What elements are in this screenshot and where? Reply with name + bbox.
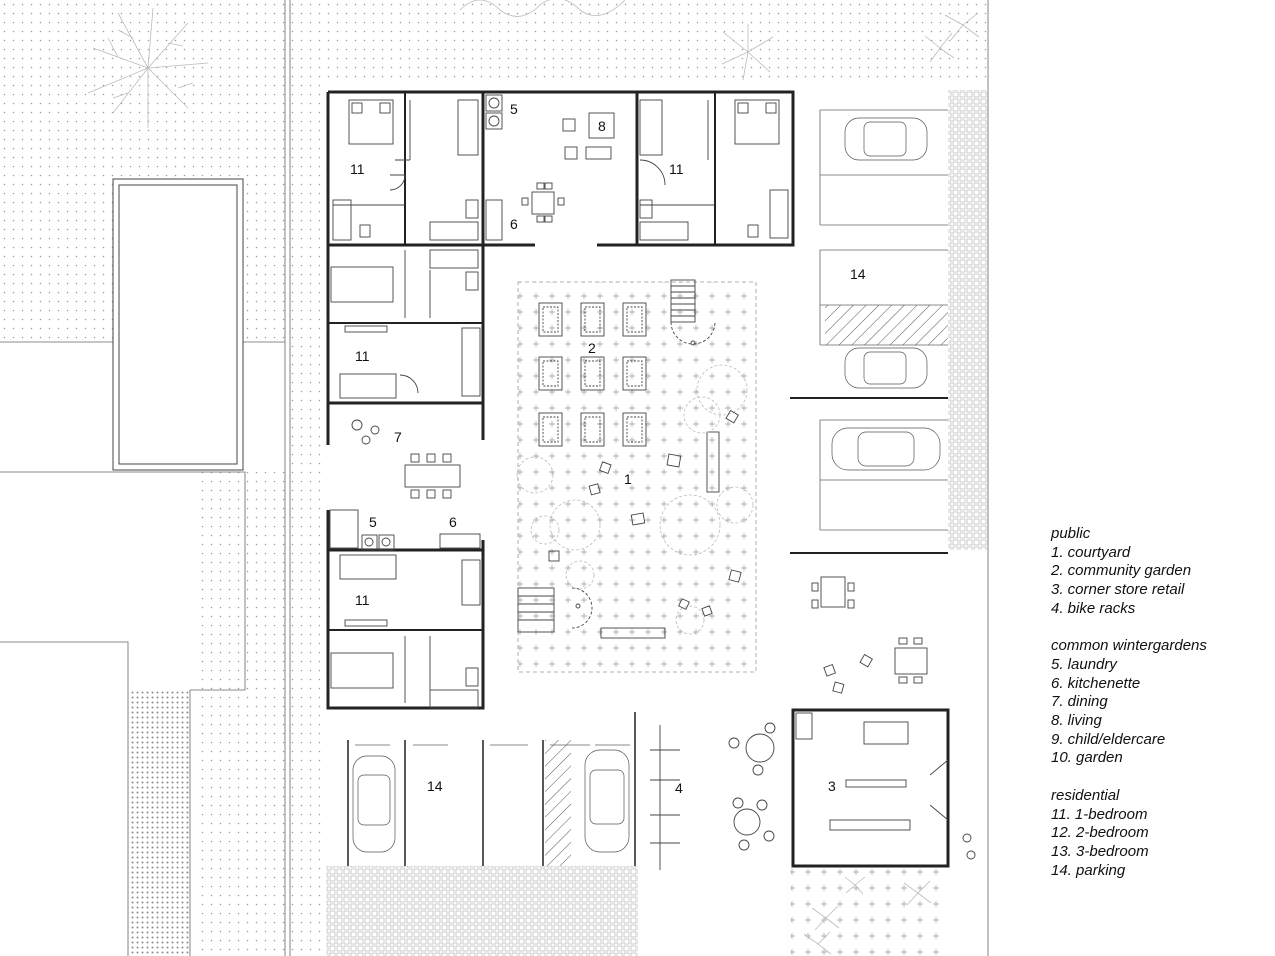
legend-item: 7. dining — [1051, 693, 1108, 711]
tree-canopies — [87, 0, 980, 955]
label-parking-east: 14 — [850, 266, 866, 282]
cars — [352, 117, 941, 853]
room-numbers: 11 5 8 11 6 14 2 11 7 1 5 6 11 14 4 3 — [350, 101, 866, 796]
legend-item: 4. bike racks — [1051, 599, 1136, 617]
legend-residential: residential 11. 1-bedroom 12. 2-bedroom … — [1051, 787, 1207, 881]
legend-heading: common wintergardens — [1051, 637, 1207, 655]
legend-heading: residential — [1051, 786, 1120, 804]
legend-item: 9. child/eldercare — [1051, 730, 1166, 748]
legend-item: 11. 1-bedroom — [1051, 805, 1148, 823]
label-unit-w3: 11 — [355, 592, 370, 608]
legend-item: 6. kitchenette — [1051, 674, 1141, 692]
label-kitchenette-west: 6 — [449, 514, 457, 530]
legend-common: common wintergardens 5. laundry 6. kitch… — [1051, 637, 1207, 768]
legend-item: 1. courtyard — [1051, 543, 1131, 561]
label-courtyard: 1 — [624, 471, 632, 487]
label-living: 8 — [598, 118, 606, 134]
hatched-bay-south — [545, 740, 571, 866]
courtyard-plantings — [516, 364, 754, 635]
label-bike-racks: 4 — [675, 780, 683, 796]
label-garden: 2 — [588, 340, 596, 356]
site-ground — [0, 0, 988, 956]
legend-item: 10. garden — [1051, 749, 1123, 767]
legend-item: 14. parking — [1051, 861, 1126, 879]
label-laundry-north: 5 — [510, 101, 518, 117]
legend-public: public 1. courtyard 2. community garden … — [1051, 525, 1207, 619]
interior-fixtures — [329, 94, 976, 870]
legend-heading: public — [1051, 525, 1091, 542]
hatched-bay-east — [825, 305, 948, 345]
courtyard — [516, 279, 757, 673]
legend-item: 3. corner store retail — [1051, 581, 1185, 599]
adjacent-buildings — [0, 0, 989, 956]
label-unit-nw: 11 — [350, 161, 365, 177]
label-unit-ne: 11 — [669, 161, 684, 177]
legend-item: 8. living — [1051, 712, 1102, 730]
legend-item: 13. 3-bedroom — [1051, 842, 1149, 860]
label-laundry-west: 5 — [369, 514, 377, 530]
label-dining: 7 — [394, 429, 402, 445]
legend-item: 12. 2-bedroom — [1051, 824, 1149, 842]
label-unit-w2: 11 — [355, 348, 370, 364]
legend-item: 2. community garden — [1051, 562, 1192, 580]
label-parking-south: 14 — [427, 778, 443, 794]
building-walls — [326, 90, 950, 868]
legend: public 1. courtyard 2. community garden … — [1051, 525, 1207, 899]
label-retail: 3 — [828, 778, 836, 794]
legend-item: 5. laundry — [1051, 655, 1117, 673]
label-kitchenette-north: 6 — [510, 216, 518, 232]
